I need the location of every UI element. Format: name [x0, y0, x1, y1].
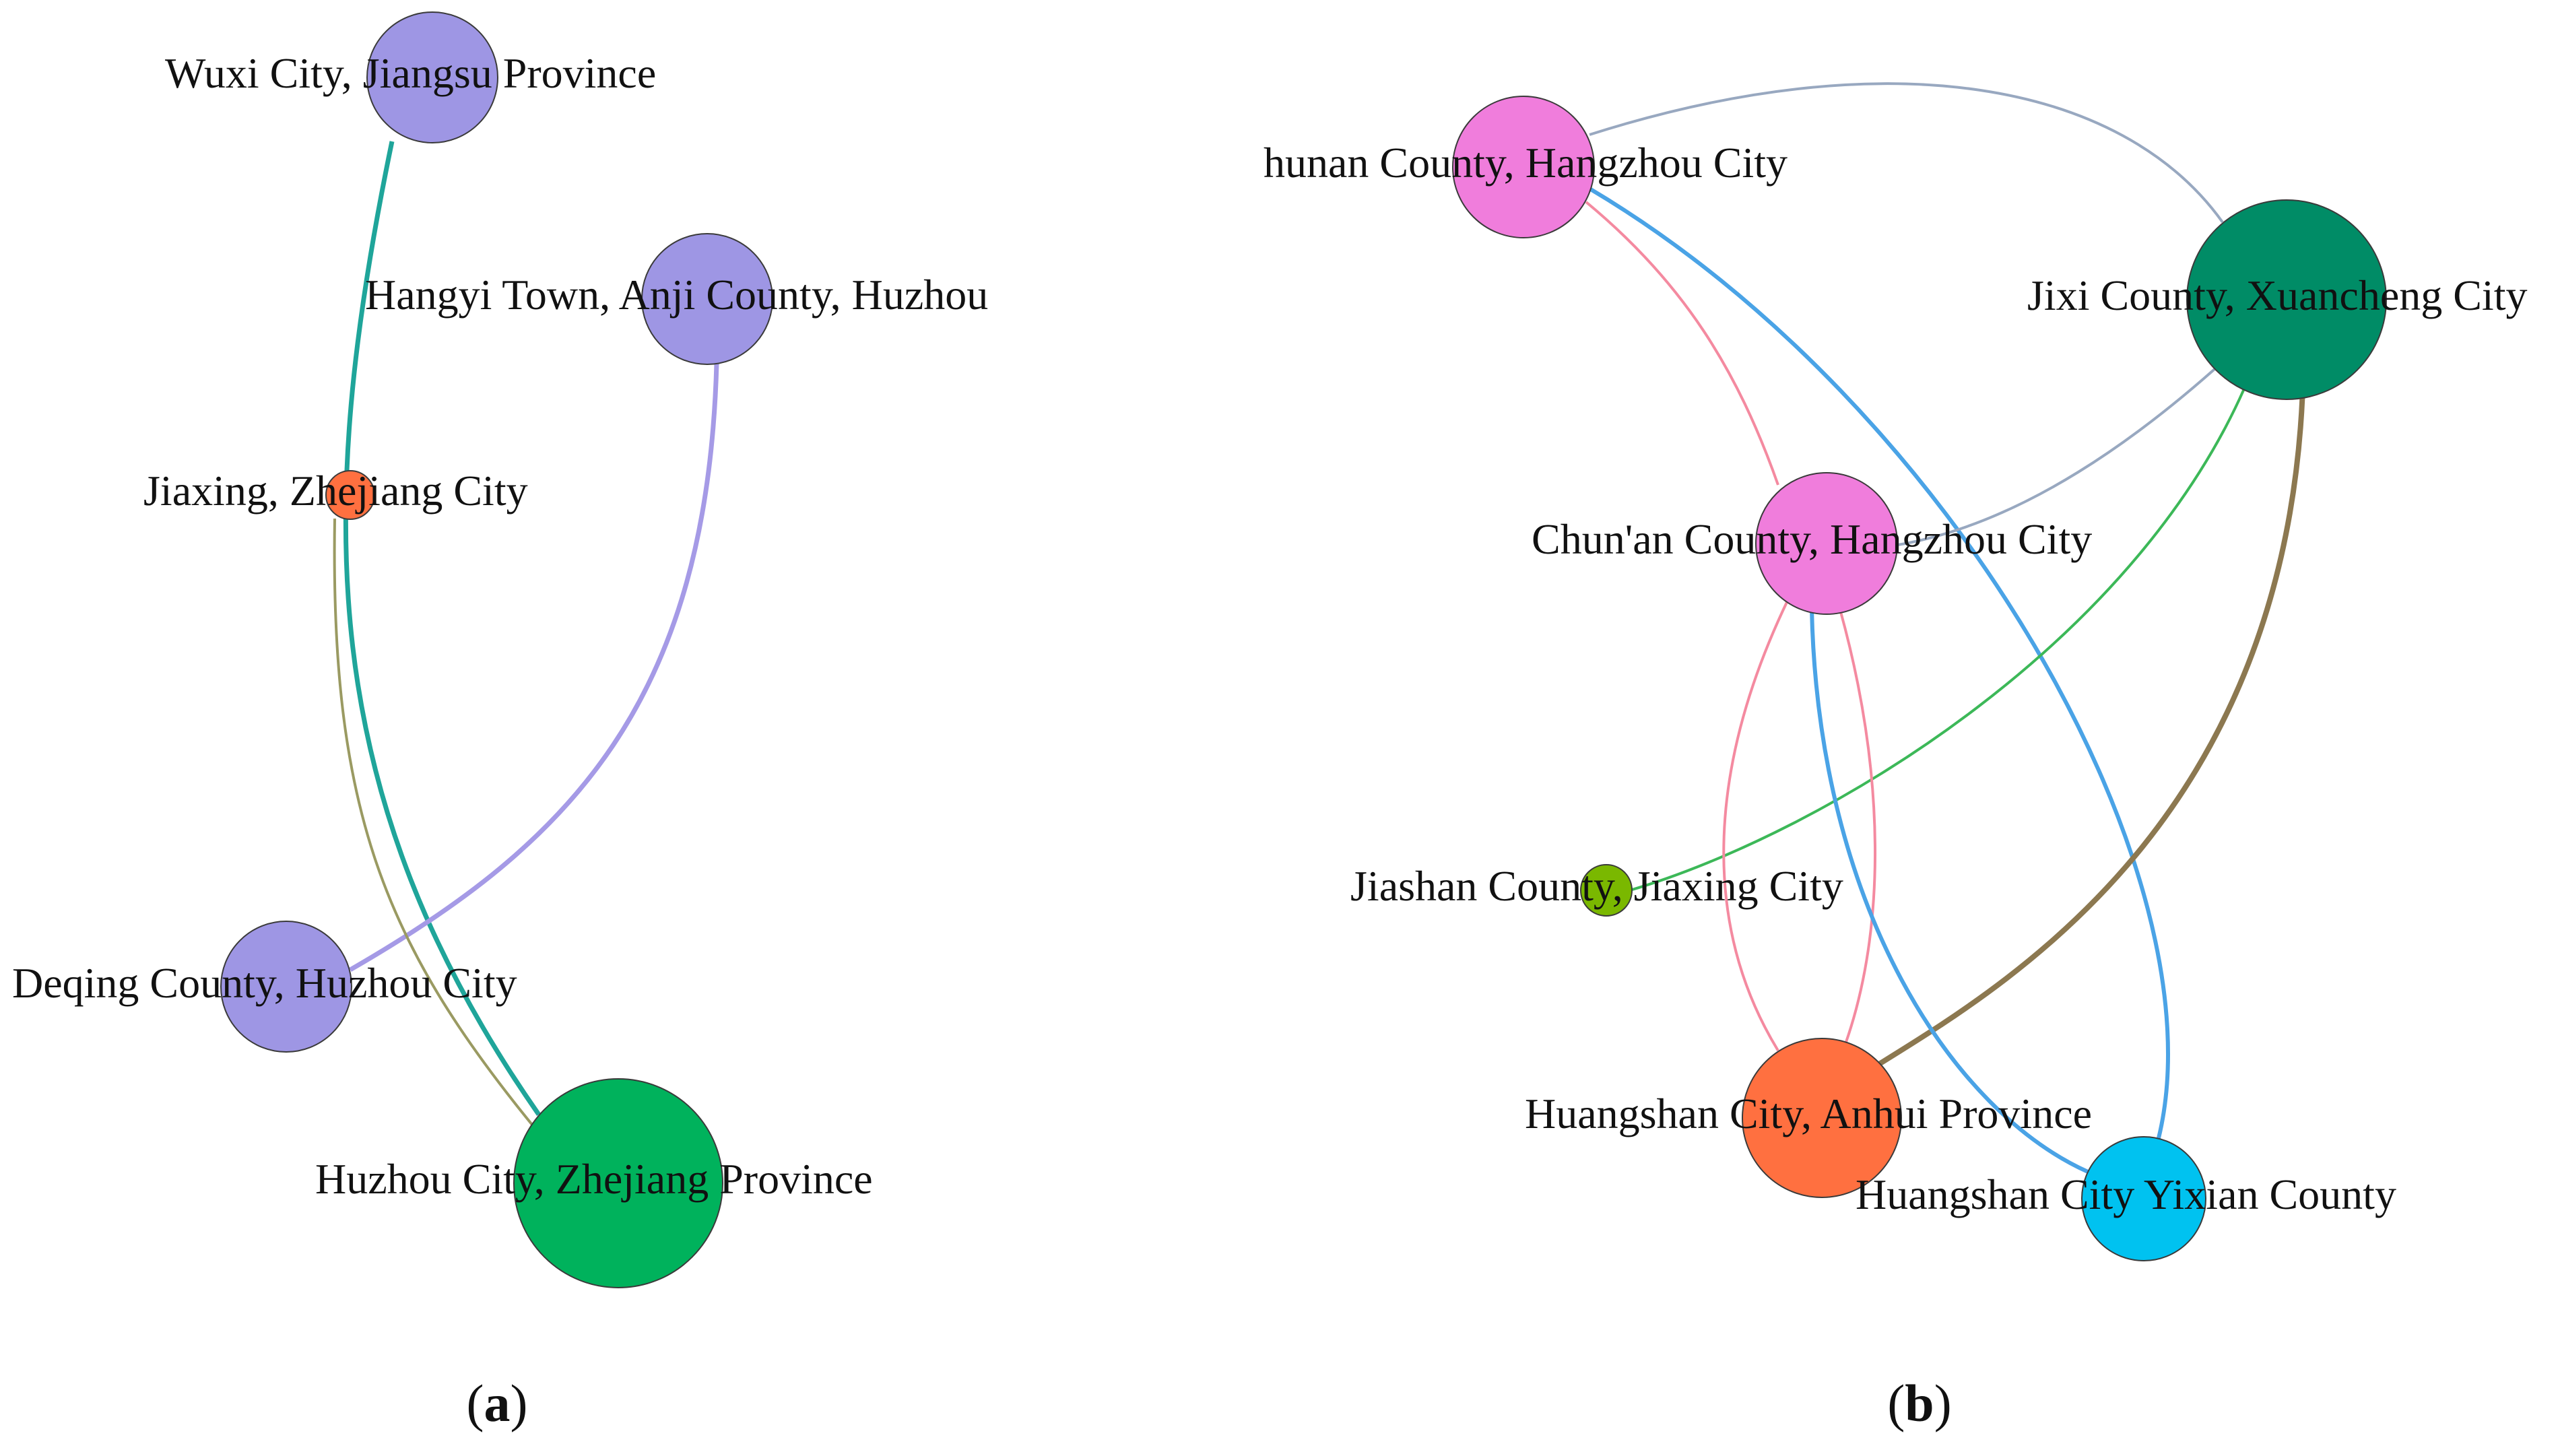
node-label-jiaxing: Jiaxing, Zhejiang City [143, 467, 528, 515]
node-jiaxing [325, 470, 375, 520]
node-chunan [1755, 472, 1898, 615]
panel-a-caption: (a) [467, 1374, 528, 1432]
node-label-huzhou: Huzhou City, Zhejiang Province [315, 1155, 873, 1203]
edge-chunan-yixian [1810, 609, 2089, 1174]
edge-hunan-jixi [1589, 82, 2224, 224]
node-hunan [1452, 96, 1595, 238]
edge-jixi-chunan [1893, 342, 2244, 547]
node-wuxi [366, 11, 498, 143]
panel-b-nodes [1452, 96, 2387, 1261]
edge-wuxi-huzhou [343, 141, 541, 1117]
node-label-jixi: Jixi County, Xuancheng City [2027, 271, 2527, 319]
node-hangyi [641, 233, 773, 365]
node-deqing [220, 921, 352, 1053]
node-jiashan [1580, 864, 1633, 917]
node-label-huangshan: Huangshan City, Anhui Province [1525, 1090, 2092, 1137]
edge-jixi-huangshan [1877, 363, 2306, 1067]
edge-hangyi-deqing [349, 363, 719, 972]
node-label-jiashan: Jiashan County, Jiaxing City [1350, 862, 1843, 910]
edge-chunan-huangshan [1839, 609, 1876, 1045]
edge-hunan-chunan [1585, 201, 1779, 486]
node-label-chunan: Chun'an County, Hangzhou City [1532, 515, 2092, 563]
edge-jixi-jiashan [1629, 350, 2261, 892]
panel-b-edges [1585, 82, 2306, 1174]
node-huangshan [1742, 1038, 1902, 1198]
panel-b-caption: (b) [1887, 1374, 1951, 1432]
edge-jiaxing-huzhou [333, 518, 533, 1126]
node-jixi [2186, 199, 2387, 400]
node-label-deqing: Deqing County, Huzhou City [12, 959, 517, 1007]
edge-hunan-yixian [1588, 187, 2170, 1139]
node-label-yixian: Huangshan City Yixian County [1856, 1170, 2396, 1218]
node-label-hangyi: Hangyi Town, Anji County, Huzhou [365, 271, 988, 319]
node-label-hunan: hunan County, Hangzhou City [1264, 139, 1788, 187]
node-label-wuxi: Wuxi City, Jiangsu Province [165, 49, 656, 97]
panel-a-edges [333, 141, 719, 1126]
panel-a-nodes [220, 11, 773, 1288]
node-yixian [2081, 1136, 2206, 1261]
edge-chunan-huangshan [1722, 599, 1790, 1052]
node-huzhou [513, 1078, 723, 1288]
